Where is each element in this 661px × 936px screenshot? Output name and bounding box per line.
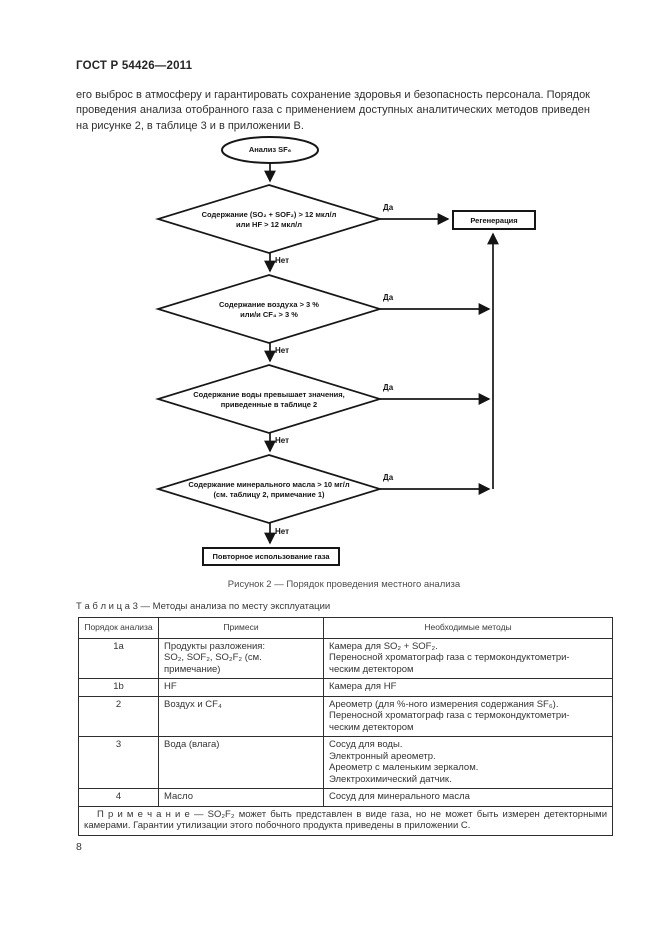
yes-label-3: Да — [383, 383, 394, 392]
decision-4-diamond — [155, 454, 383, 524]
no-label-1: Нет — [275, 256, 290, 265]
decision-1-label: Содержание (SO₂ + SOF₂) > 12 мкл/л или H… — [201, 210, 337, 229]
cell-order: 4 — [78, 788, 159, 807]
start-label: Анализ SF₆ — [248, 145, 292, 154]
cell-impurity: HF — [158, 678, 324, 697]
table-title: Т а б л и ц а 3 — Методы анализа по мест… — [76, 601, 331, 612]
cell-methods: Сосуд для воды. Электронный ареометр. Ар… — [323, 736, 613, 789]
table-note-row: П р и м е ч а н и е — SO₂F₂ может быть п… — [78, 805, 613, 836]
cell-methods: Камера для SO₂ + SOF₂. Переносной хромат… — [323, 637, 613, 679]
table-row: 4 Масло Сосуд для минерального масла — [78, 788, 613, 807]
cell-impurity: Воздух и CF₄ — [158, 695, 324, 737]
decision-4-label: Содержание минерального масла > 10 мг/л … — [188, 480, 350, 499]
decision-3-label: Содержание воды превышает значения, прив… — [193, 390, 345, 409]
cell-impurity: Продукты разложения: SO₂, SOF₂, SO₂F₂ (с… — [158, 637, 324, 679]
yes-label-4: Да — [383, 473, 394, 482]
cell-order: 1а — [78, 637, 159, 679]
cell-methods: Сосуд для минерального масла — [323, 788, 613, 807]
cell-order: 1b — [78, 678, 159, 697]
cell-order: 2 — [78, 695, 159, 737]
no-label-3: Нет — [275, 436, 290, 445]
methods-table: Порядок анализа Примеси Необходимые мето… — [78, 617, 613, 836]
cell-impurity: Масло — [158, 788, 324, 807]
table-note: П р и м е ч а н и е — SO₂F₂ может быть п… — [78, 805, 613, 836]
col-header-impurity: Примеси — [158, 617, 324, 639]
decision-3-diamond — [155, 364, 383, 434]
yes-label-1: Да — [383, 203, 394, 212]
col-header-order: Порядок анализа — [78, 617, 159, 639]
yes-label-2: Да — [383, 293, 394, 302]
table-row: 1b HF Камера для HF — [78, 678, 613, 697]
page-number: 8 — [76, 841, 82, 853]
decision-1-diamond — [155, 184, 383, 254]
intro-paragraph: его выброс в атмосферу и гарантировать с… — [76, 89, 590, 132]
decision-2-diamond — [155, 274, 383, 344]
standard-number: ГОСТ Р 54426—2011 — [76, 60, 193, 72]
cell-impurity: Вода (влага) — [158, 736, 324, 789]
decision-2-label: Содержание воздуха > 3 % или/и CF₄ > 3 % — [219, 300, 319, 319]
table-row: 3 Вода (влага) Сосуд для воды. Электронн… — [78, 736, 613, 789]
no-label-4: Нет — [275, 527, 290, 536]
table-row: 1а Продукты разложения: SO₂, SOF₂, SO₂F₂… — [78, 637, 613, 679]
cell-methods: Камера для HF — [323, 678, 613, 697]
table-header-row: Порядок анализа Примеси Необходимые мето… — [78, 617, 613, 639]
cell-order: 3 — [78, 736, 159, 789]
no-label-2: Нет — [275, 346, 290, 355]
table-row: 2 Воздух и CF₄ Ареометр (для %-ного изме… — [78, 695, 613, 737]
figure-caption: Рисунок 2 — Порядок проведения местного … — [227, 579, 461, 590]
reuse-box: Повторное использование газа — [202, 547, 340, 566]
cell-methods: Ареометр (для %-ного измерения содержани… — [323, 695, 613, 737]
col-header-methods: Необходимые методы — [323, 617, 613, 639]
regeneration-box: Регенерация — [452, 210, 536, 230]
